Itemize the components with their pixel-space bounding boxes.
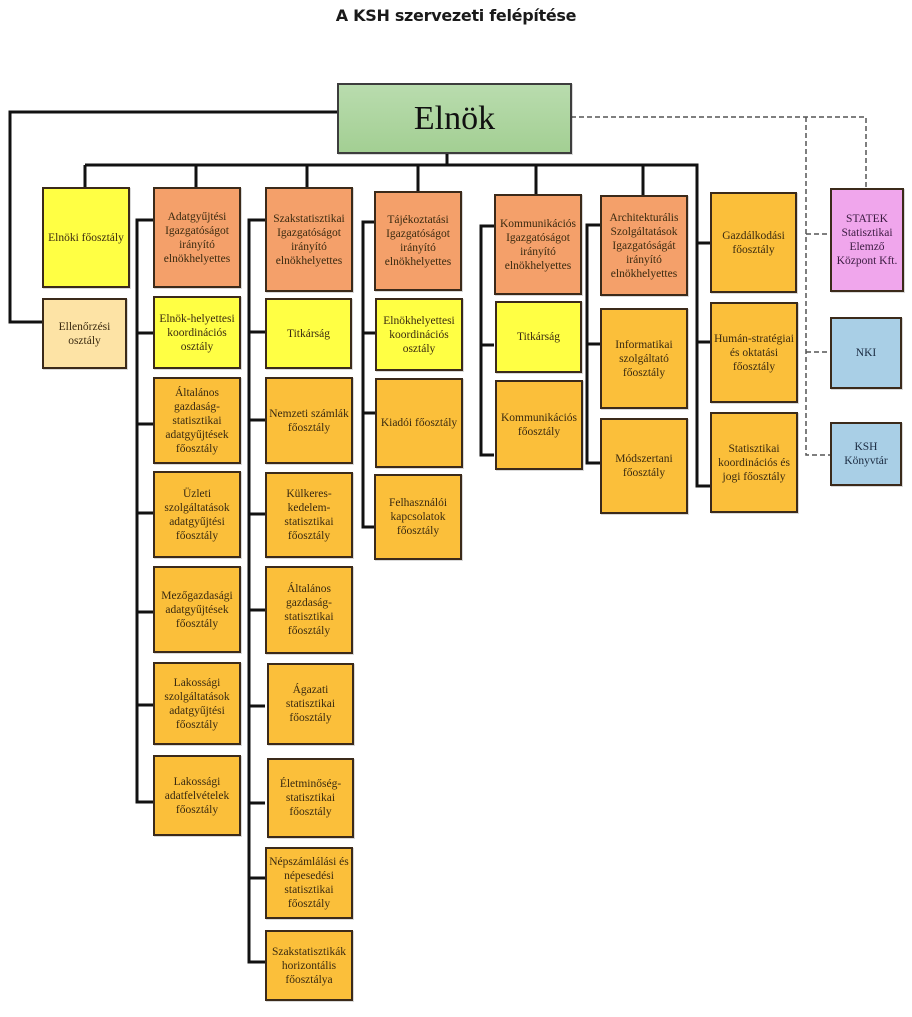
col4-unit-box[interactable]: Kommunikációs főosztály — [495, 380, 583, 470]
col3-unit-box[interactable]: Kiadói főosztály — [375, 378, 463, 468]
col1-unit-box[interactable]: Üzleti szolgáltatások adatgyűjtési főosz… — [153, 471, 241, 558]
col3-head-box[interactable]: Tájékoztatási Igazgatóságot irányító eln… — [374, 191, 462, 291]
ellenorzesi-osztaly-label: Ellenőrzési osztály — [58, 320, 111, 347]
col1-unit-box[interactable]: Elnök-helyettesi koordinációs osztály — [153, 296, 241, 369]
chart-title: A KSH szervezeti felépítése — [335, 6, 577, 25]
connector-affiliate-spine — [805, 117, 830, 456]
col1-unit-label: Lakossági adatfelvételek főosztály — [164, 775, 230, 816]
connector-affiliate-main — [571, 116, 867, 188]
col3-unit-box[interactable]: Elnökhelyettesi koordinációs osztály — [375, 298, 463, 371]
col1-unit-box[interactable]: Mezőgazdasági adatgyűjtések főosztály — [153, 566, 241, 653]
col2-unit-box[interactable]: Titkárság — [265, 298, 352, 369]
col4-unit-label: Titkárság — [516, 331, 561, 343]
col2-unit-label: Szakstatisztikák horizontális főosztálya — [271, 945, 347, 986]
col3-unit-label: Felhasználói kapcsolatok főosztály — [388, 497, 448, 537]
col2-unit-box[interactable]: Ágazati statisztikai főosztály — [267, 663, 354, 745]
col4-unit-box[interactable]: Titkárság — [495, 301, 582, 373]
finance-unit-label: Gazdálkodási főosztály — [722, 229, 785, 256]
col4-head-label: Kommunikációs Igazgatóságot irányító eln… — [499, 217, 577, 272]
col2-unit-box[interactable]: Nemzeti számlák főosztály — [265, 377, 353, 464]
col5-unit-label: Informatikai szolgáltató főosztály — [615, 338, 673, 379]
col1-unit-label: Mezőgazdasági adatgyűjtések főosztály — [161, 589, 233, 630]
statisztikai-koordinacios-foosztaly-box[interactable]: Statisztikai koordinációs és jogi főoszt… — [710, 412, 798, 513]
col5-unit-label: Módszertani főosztály — [615, 453, 673, 479]
col5-unit-box[interactable]: Informatikai szolgáltató főosztály — [600, 308, 688, 409]
finance-unit-label: Humán-stratégiai és oktatási főosztály — [714, 332, 794, 373]
col2-unit-box[interactable]: Népszámlálási és népesedési statisztikai… — [265, 847, 353, 919]
col1-unit-label: Lakossági szolgáltatások adatgyűjtési fő… — [164, 676, 230, 731]
human-strategiai-foosztaly-box[interactable]: Humán-stratégiai és oktatási főosztály — [710, 302, 798, 403]
col1-unit-label: Elnök-helyettesi koordinációs osztály — [159, 312, 235, 353]
col4-unit-label: Kommunikációs főosztály — [500, 412, 578, 438]
col2-head-label: Szakstatisztikai Igazgatóságot irányító … — [273, 212, 345, 267]
col2-unit-label: Népszámlálási és népesedési statisztikai… — [269, 856, 349, 910]
col1-head-box[interactable]: Adatgyűjtési Igazgatóságot irányító elnö… — [153, 187, 241, 288]
connector-col4-spine — [479, 224, 494, 457]
statek-label: STATEK Statisztikai Elemző Központ Kft. — [836, 213, 898, 267]
connector-ellenorzesi — [8, 110, 337, 324]
col3-head-label: Tájékoztatási Igazgatóságot irányító eln… — [384, 214, 452, 268]
col2-unit-label: Életminőség-statisztikai főosztály — [279, 778, 342, 818]
finance-unit-label: Statisztikai koordinációs és jogi főoszt… — [718, 442, 790, 483]
president-box[interactable]: Elnök — [337, 83, 572, 154]
ksh-konyvtar-box[interactable]: KSH Könyvtár — [830, 422, 902, 486]
col2-unit-label: Nemzeti számlák főosztály — [269, 407, 349, 434]
statek-box[interactable]: STATEK Statisztikai Elemző Központ Kft. — [830, 188, 904, 292]
col5-head-label: Architekturális Szolgáltatások Igazgatós… — [609, 211, 679, 280]
gazdalkodasi-foosztaly-box[interactable]: Gazdálkodási főosztály — [710, 192, 797, 293]
col1-unit-box[interactable]: Lakossági szolgáltatások adatgyűjtési fő… — [153, 662, 241, 745]
col3-unit-label: Kiadói főosztály — [380, 417, 458, 429]
col5-unit-box[interactable]: Módszertani főosztály — [600, 418, 688, 514]
col2-unit-label: Ágazati statisztikai főosztály — [285, 684, 336, 724]
col3-unit-label: Elnökhelyettesi koordinációs osztály — [383, 314, 455, 355]
col2-unit-box[interactable]: Életminőség-statisztikai főosztály — [267, 758, 354, 838]
col2-unit-box[interactable]: Szakstatisztikák horizontális főosztálya — [265, 930, 353, 1001]
ksh-konyvtar-label: KSH Könyvtár — [844, 441, 888, 467]
col2-unit-box[interactable]: Külkeres-kedelem-statisztikai főosztály — [265, 472, 353, 558]
col3-unit-box[interactable]: Felhasználói kapcsolatok főosztály — [374, 474, 462, 560]
connector-main-bar — [85, 163, 710, 488]
col4-head-box[interactable]: Kommunikációs Igazgatóságot irányító eln… — [494, 194, 582, 295]
connector-col1-spine — [135, 218, 153, 804]
nki-box[interactable]: NKI — [830, 317, 902, 389]
col1-unit-box[interactable]: Általános gazdaság-statisztikai adatgyűj… — [153, 377, 241, 464]
col2-unit-box[interactable]: Általános gazdaság-statisztikai főosztál… — [265, 566, 353, 654]
connector-col3-spine — [361, 220, 377, 529]
col1-unit-label: Üzleti szolgáltatások adatgyűjtési főosz… — [164, 487, 230, 542]
col5-head-box[interactable]: Architekturális Szolgáltatások Igazgatós… — [600, 195, 688, 296]
connector-col2-spine — [247, 218, 265, 964]
president-label: Elnök — [413, 99, 496, 137]
col1-head-label: Adatgyűjtési Igazgatóságot irányító elnö… — [163, 210, 231, 265]
ellenorzesi-osztaly-box[interactable]: Ellenőrzési osztály — [42, 298, 127, 369]
nki-label: NKI — [855, 347, 877, 359]
col2-unit-label: Általános gazdaság-statisztikai főosztál… — [284, 583, 334, 637]
elnoki-foosztaly-box[interactable]: Elnöki főosztály — [42, 187, 130, 288]
col2-unit-label: Külkeres-kedelem-statisztikai főosztály — [284, 488, 334, 542]
col2-head-box[interactable]: Szakstatisztikai Igazgatóságot irányító … — [265, 187, 353, 292]
col2-unit-label: Titkárság — [286, 327, 331, 340]
col1-unit-label: Általános gazdaság-statisztikai adatgyűj… — [165, 386, 229, 455]
elnoki-foosztaly-label: Elnöki főosztály — [48, 231, 124, 244]
col1-unit-box[interactable]: Lakossági adatfelvételek főosztály — [153, 755, 241, 836]
